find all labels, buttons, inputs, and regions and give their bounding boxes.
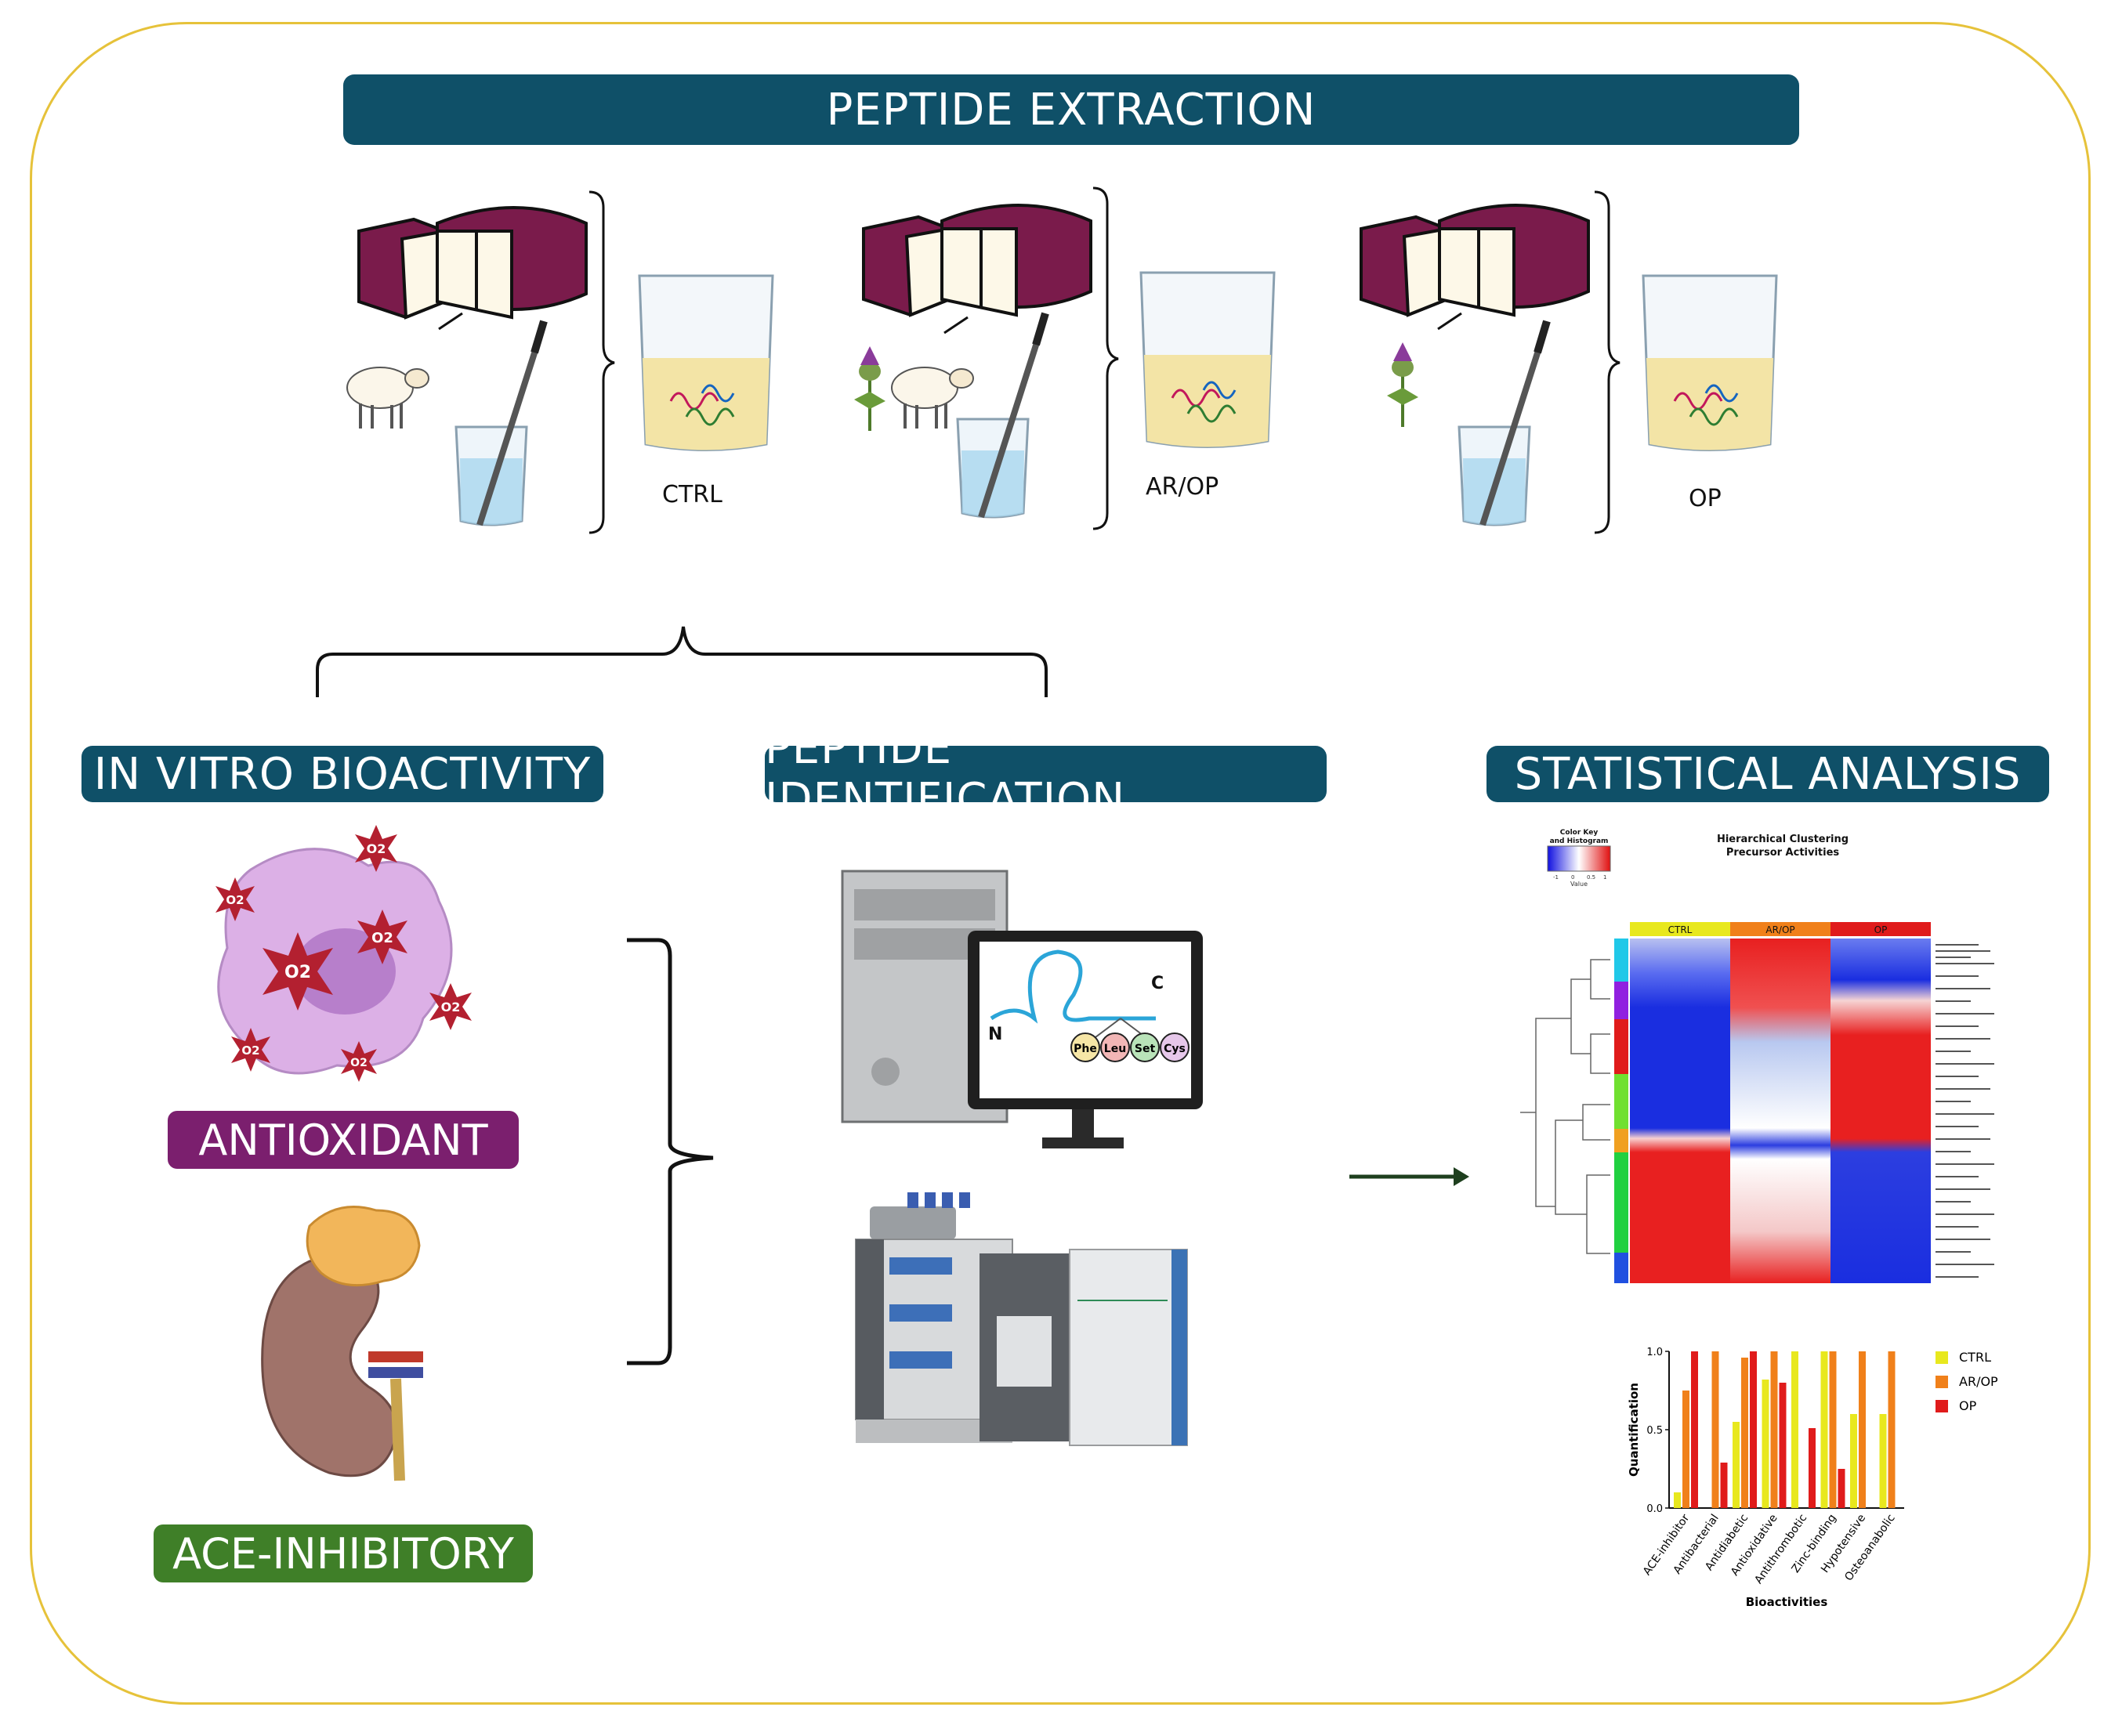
bar-arop-6: [1859, 1351, 1866, 1508]
y-tick-label: 0.0: [1646, 1503, 1663, 1515]
bar-ctrl-6: [1850, 1414, 1857, 1508]
n-terminus-label: N: [988, 1025, 1002, 1044]
bar-arop-5: [1829, 1351, 1837, 1508]
cheese-op-illustration: [1360, 204, 1590, 316]
bar-arop-1: [1711, 1351, 1719, 1508]
kidney-illustration: [261, 1206, 423, 1481]
bar-arop-2: [1741, 1358, 1748, 1508]
x-tick-label: Antithrombotic: [1752, 1512, 1809, 1586]
svg-text:O2: O2: [284, 963, 311, 982]
bar-op-2: [1750, 1351, 1757, 1508]
thistle-icon: [853, 345, 887, 432]
cell-ros-illustration: [217, 848, 453, 1075]
heatmap-title-line1: Hierarchical Clustering: [1717, 834, 1849, 845]
heatmap-col-ctrl: CTRL: [1668, 924, 1693, 935]
svg-text:O2: O2: [371, 930, 393, 946]
bioactivity-bracket: [627, 938, 714, 1365]
svg-text:O2: O2: [367, 841, 386, 856]
bar-arop-3: [1770, 1351, 1778, 1508]
sample-label-ctrl: CTRL: [662, 481, 722, 508]
beaker-extract-op-icon: [1642, 274, 1778, 451]
beaker-water-icon: [1459, 321, 1547, 525]
beaker-extract-ctrl-icon: [638, 274, 774, 451]
bar-op-3: [1779, 1383, 1787, 1508]
legend-label: CTRL: [1959, 1350, 1991, 1365]
residue-leu: Leu: [1104, 1043, 1126, 1055]
svg-text:O2: O2: [350, 1057, 368, 1069]
legend-swatch: [1936, 1376, 1948, 1388]
bar-op-1: [1720, 1463, 1728, 1508]
bioactivities-bar-chart: 0.00.51.0ACE-inhibitorAntibacterialAntid…: [1627, 1347, 1998, 1609]
group-brace: [316, 626, 1048, 697]
bar-ctrl-5: [1820, 1351, 1828, 1508]
sheep-icon: [346, 366, 430, 430]
bracket-2: [1092, 186, 1120, 530]
bar-ctrl-4: [1791, 1351, 1798, 1508]
legend-swatch: [1936, 1400, 1948, 1412]
heatmap-title-line2: Precursor Activities: [1726, 847, 1840, 859]
ace-inhibitory-label: ACE-INHIBITORY: [154, 1524, 533, 1582]
heatmap-figure: Hierarchical Clustering Precursor Activi…: [1520, 829, 1994, 1283]
y-tick-label: 1.0: [1646, 1347, 1663, 1358]
svg-text:O2: O2: [226, 893, 244, 907]
thistle-icon: [1385, 341, 1420, 429]
heatmap-col-arop: AR/OP: [1765, 924, 1794, 935]
bar-op-0: [1691, 1351, 1698, 1508]
bar-arop-7: [1888, 1351, 1896, 1508]
antioxidant-label: ANTIOXIDANT: [168, 1111, 519, 1169]
heatmap-col-op: OP: [1874, 924, 1888, 935]
bar-ctrl-7: [1879, 1414, 1887, 1508]
bracket-1: [588, 190, 616, 534]
bar-op-4: [1809, 1428, 1816, 1508]
outer-frame: [30, 22, 2091, 1705]
color-key-title1: Color Key: [1560, 829, 1599, 837]
y-axis-label: Quantification: [1627, 1383, 1641, 1477]
lcms-instrument-illustration: [855, 1192, 1188, 1446]
statistical-analysis-header: STATISTICAL ANALYSIS: [1486, 746, 2049, 802]
bar-ctrl-3: [1762, 1380, 1769, 1508]
residue-set: Set: [1135, 1043, 1156, 1055]
cheese-arop-illustration: [862, 204, 1092, 316]
svg-text:O2: O2: [241, 1043, 259, 1058]
y-tick-label: 0.5: [1646, 1425, 1663, 1437]
in-vitro-bioactivity-header: IN VITRO BIOACTIVITY: [81, 746, 603, 802]
sample-label-op: OP: [1689, 485, 1722, 512]
bar-ctrl-0: [1674, 1492, 1681, 1508]
beaker-extract-arop-icon: [1139, 271, 1276, 448]
svg-text:-1: -1: [1553, 874, 1559, 881]
svg-text:O2: O2: [441, 1000, 461, 1014]
color-key-title2: and Histogram: [1550, 837, 1609, 845]
flow-arrow: [1349, 1167, 1469, 1186]
bracket-3: [1593, 190, 1621, 534]
legend-swatch: [1936, 1351, 1948, 1364]
x-axis-label: Bioactivities: [1746, 1595, 1828, 1609]
cheese-ctrl-illustration: [357, 206, 588, 319]
sample-label-arop: AR/OP: [1146, 473, 1219, 501]
svg-text:0.5: 0.5: [1587, 874, 1595, 881]
ros-star-icon: O2 O2 O2 O2 O2 O2 O2: [215, 825, 472, 1082]
bar-arop-0: [1682, 1391, 1689, 1508]
residue-cys: Cys: [1164, 1043, 1186, 1055]
svg-text:0: 0: [1571, 874, 1574, 881]
bar-op-5: [1838, 1469, 1845, 1508]
c-terminus-label: C: [1151, 974, 1164, 993]
svg-text:1: 1: [1603, 874, 1606, 881]
peptide-extraction-header: PEPTIDE EXTRACTION: [343, 74, 1799, 145]
computer-illustration: N C Phe Leu Set Cys: [841, 870, 1203, 1148]
legend-label: OP: [1959, 1398, 1977, 1413]
legend-label: AR/OP: [1959, 1374, 1998, 1389]
beaker-water-icon: [456, 321, 544, 525]
svg-text:Value: Value: [1570, 881, 1588, 888]
residue-phe: Phe: [1074, 1043, 1097, 1055]
beaker-water-icon: [958, 313, 1045, 517]
bar-ctrl-2: [1733, 1422, 1740, 1508]
